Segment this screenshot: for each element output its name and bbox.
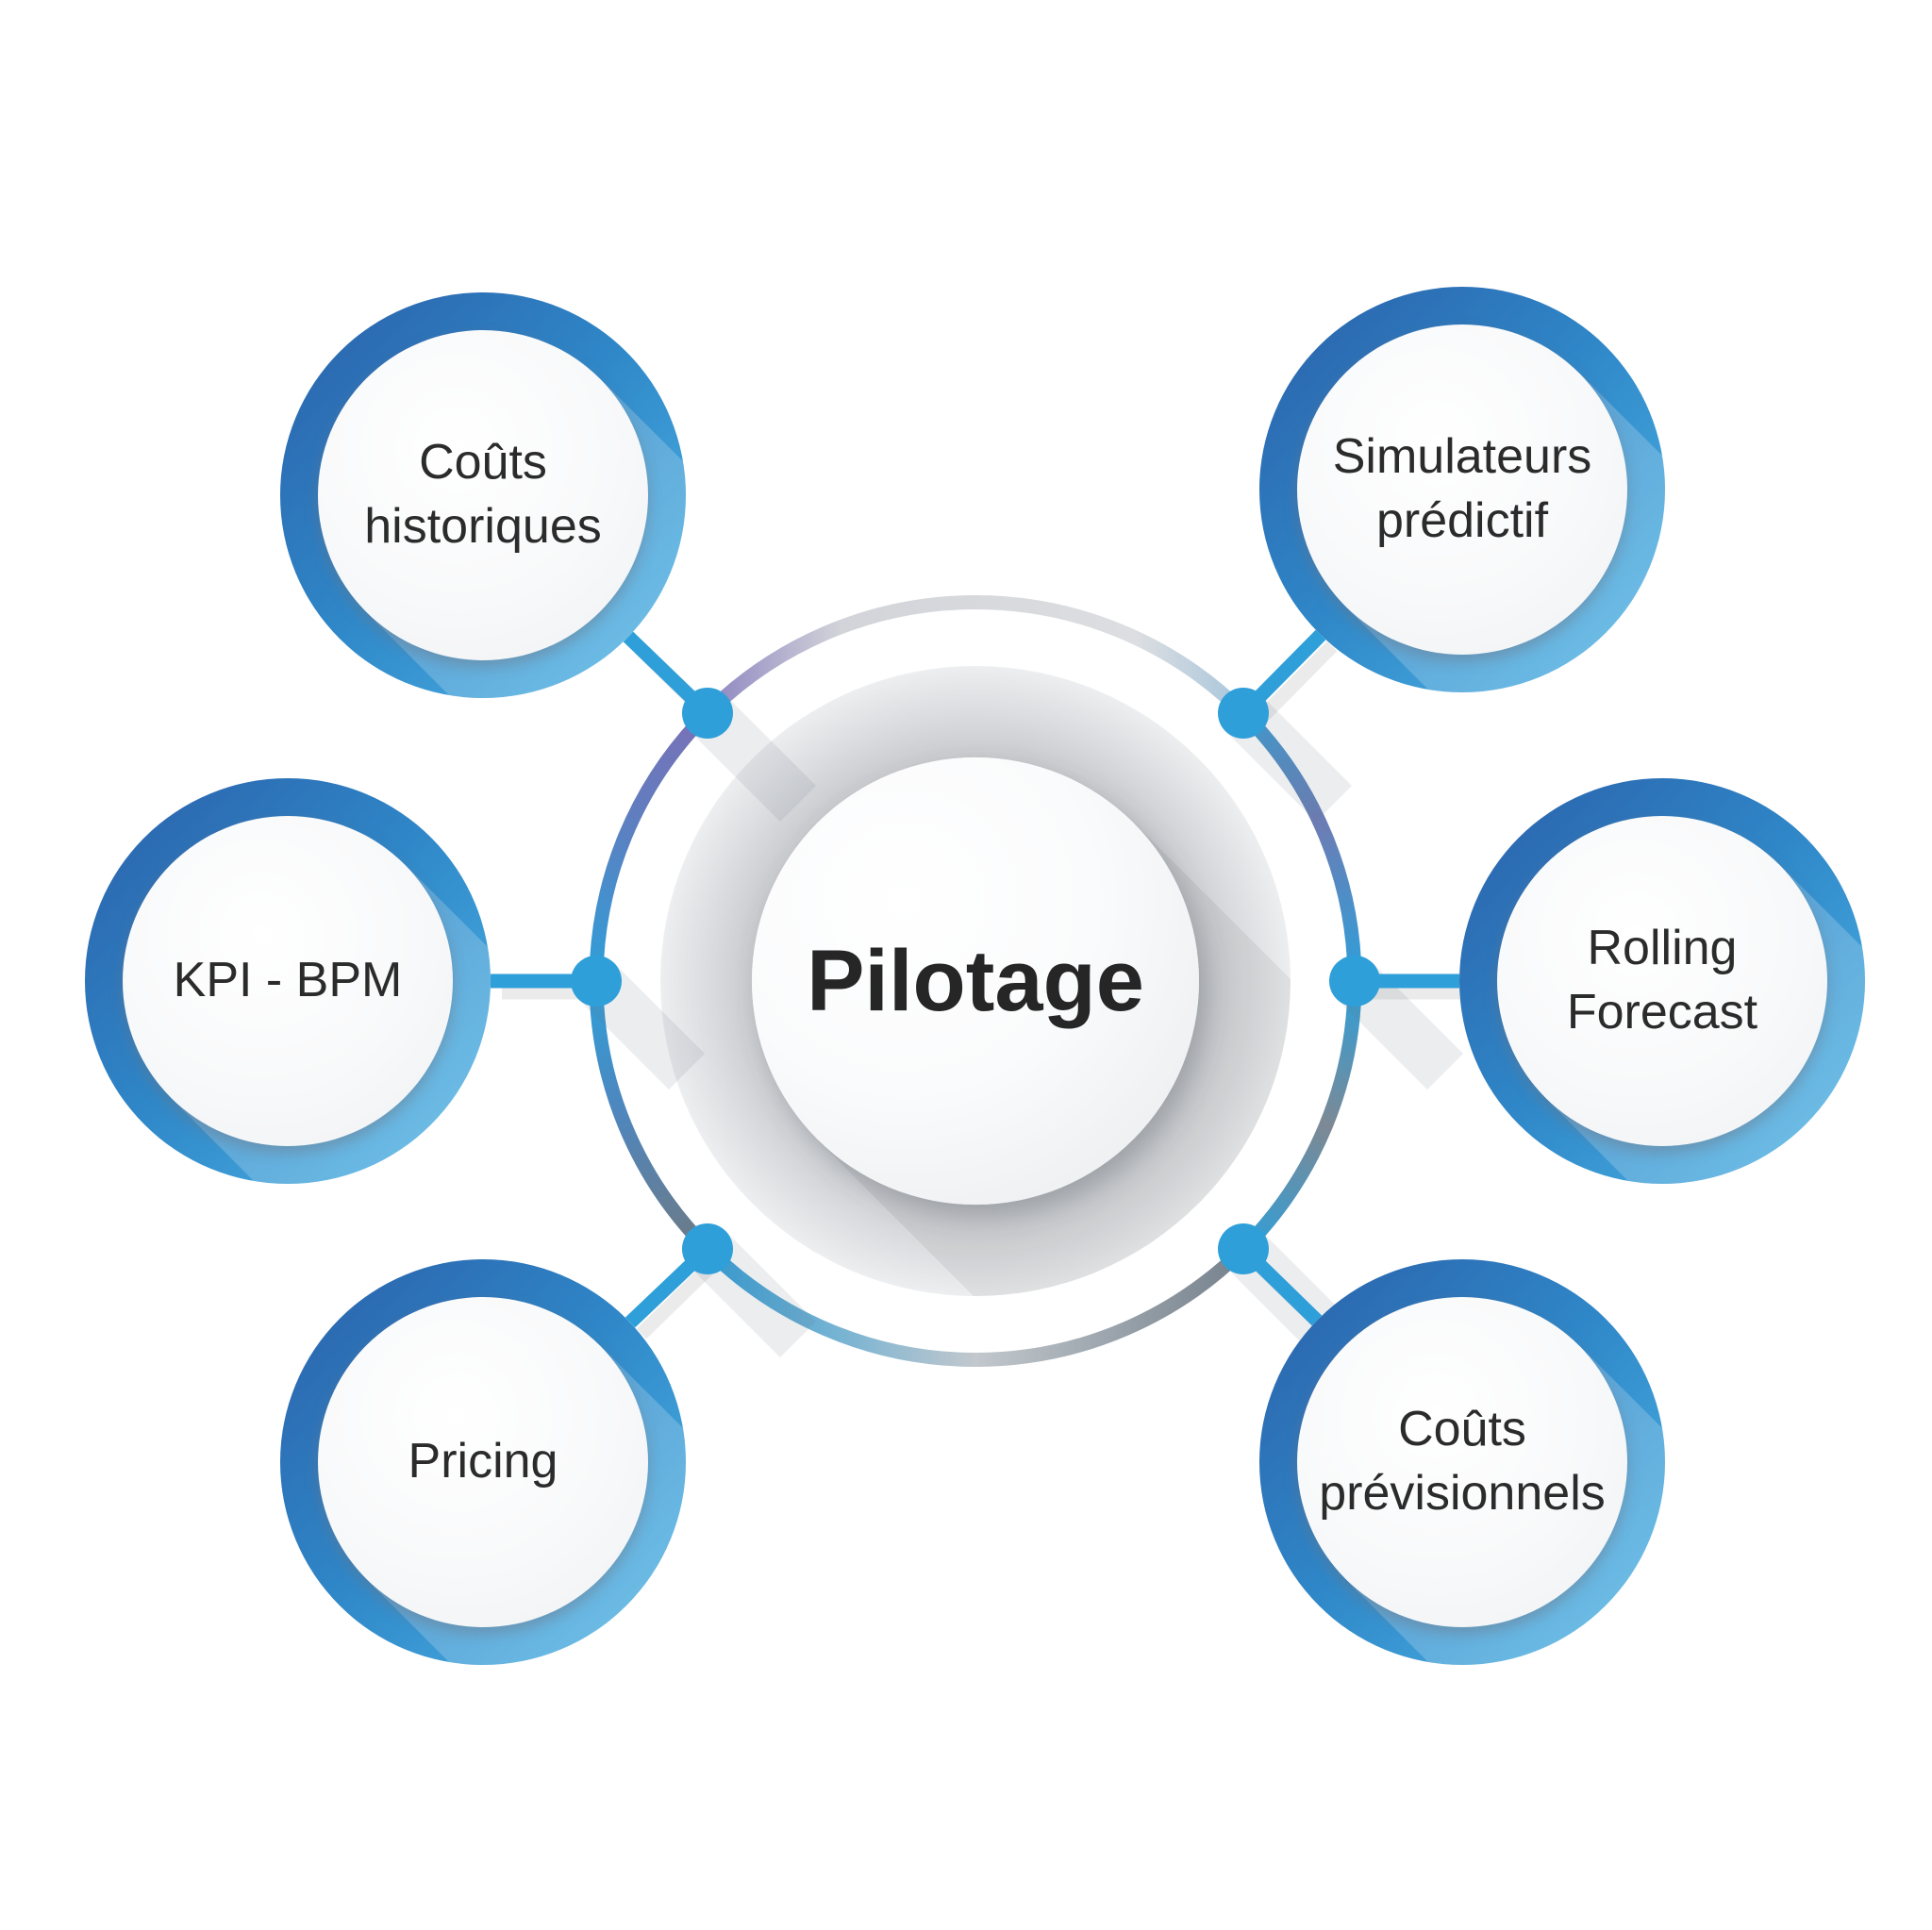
node-simulateurs-predictif: Simulateurs prédictif <box>1259 287 1665 692</box>
hub-dot <box>571 956 622 1007</box>
node-kpi-bpm: KPI - BPM <box>85 778 491 1184</box>
node-label: Coûts historiques <box>364 435 602 554</box>
node-label: Coûts prévisionnels <box>1319 1402 1606 1521</box>
hub-dots <box>571 688 1380 1274</box>
hub-dot <box>1329 956 1380 1007</box>
orbit-ring-segment-upper-left <box>589 707 713 982</box>
node-label: Pricing <box>408 1434 558 1489</box>
node-rolling-forecast: Rolling Forecast <box>1459 778 1865 1184</box>
orbit-ring-segment-upper-right <box>1238 707 1362 982</box>
node-pricing: Pricing <box>280 1259 686 1665</box>
node-label: Simulateurs prédictif <box>1332 429 1592 548</box>
hub-dot <box>682 1223 733 1274</box>
center-label: Pilotage <box>730 896 1221 1066</box>
node-inner-circle: Coûts prévisionnels <box>1297 1297 1627 1627</box>
orbit-ring <box>589 595 1362 1367</box>
node-inner-circle: Simulateurs prédictif <box>1297 324 1627 655</box>
node-couts-historiques: Coûts historiques <box>280 292 686 698</box>
node-inner-circle: Pricing <box>318 1297 648 1627</box>
node-inner-circle: Rolling Forecast <box>1497 816 1827 1146</box>
center-label-text: Pilotage <box>807 932 1144 1029</box>
hub-dot <box>1218 688 1269 739</box>
center-circle <box>752 757 1199 1205</box>
node-inner-circle: Coûts historiques <box>318 330 648 660</box>
orbit-ring-segment-lower-left <box>589 980 713 1255</box>
node-label: Rolling Forecast <box>1566 921 1758 1040</box>
orbit-ring-segment-top <box>702 595 1249 719</box>
node-inner-circle: KPI - BPM <box>123 816 453 1146</box>
hub-dot <box>682 688 733 739</box>
orbit-ring-segment-right <box>1238 980 1362 1255</box>
node-couts-previsionnels: Coûts prévisionnels <box>1259 1259 1665 1665</box>
orbit-ring-segment-bottom <box>702 1243 1249 1367</box>
hub-dot <box>1218 1223 1269 1274</box>
node-label: KPI - BPM <box>173 953 403 1008</box>
